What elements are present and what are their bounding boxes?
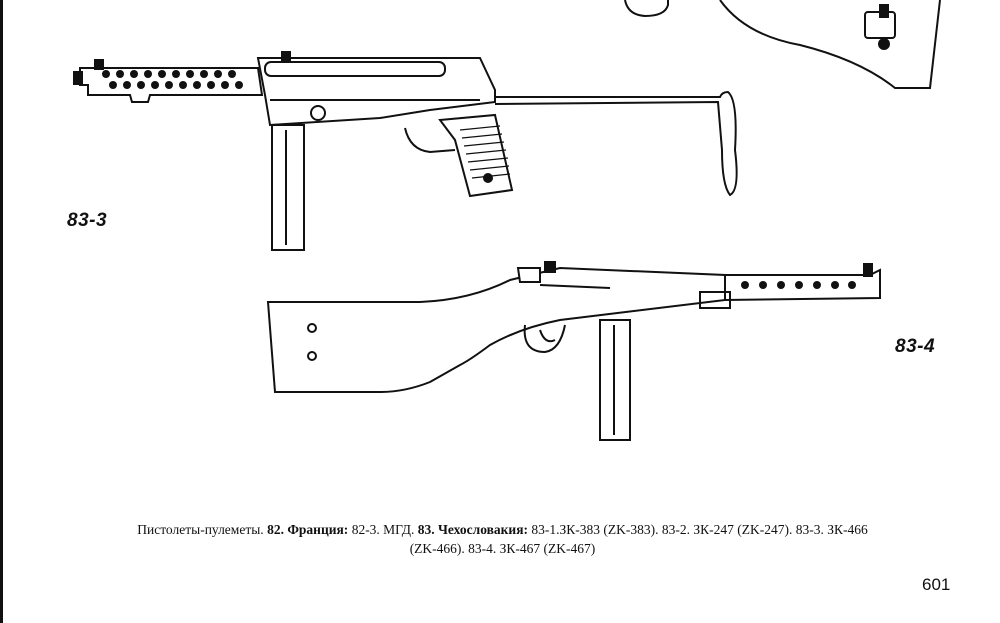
caption-part2: 82. Франция: bbox=[267, 522, 349, 537]
cooling-holes bbox=[102, 70, 243, 89]
caption-part3: 82-3. МГД. bbox=[351, 522, 415, 537]
caption-line2: (ZK-466). 83-4. ЗК-467 (ZK-467) bbox=[409, 541, 596, 556]
caption-part4: 83. Чехословакия: bbox=[417, 522, 529, 537]
figure-83-3-drawing bbox=[73, 51, 738, 251]
partial-stock-drawing-top bbox=[624, 0, 941, 89]
caption-line1-rest: 83-1.ЗК-383 (ZK-383). 83-2. ЗК-247 (ZK-2… bbox=[531, 522, 868, 537]
figure-83-4-drawing bbox=[266, 261, 881, 441]
page-number: 601 bbox=[922, 575, 951, 594]
figure-caption: Пистолеты-пулеметы. 82. Франция: 82-3. М… bbox=[60, 520, 945, 558]
figure-label-83-4: 83-4 bbox=[895, 336, 936, 357]
page-edge-rule bbox=[0, 0, 3, 623]
caption-part1: Пистолеты-пулеметы. bbox=[137, 522, 264, 537]
barrel-holes bbox=[741, 281, 856, 289]
figure-label-83-3: 83-3 bbox=[67, 210, 108, 231]
